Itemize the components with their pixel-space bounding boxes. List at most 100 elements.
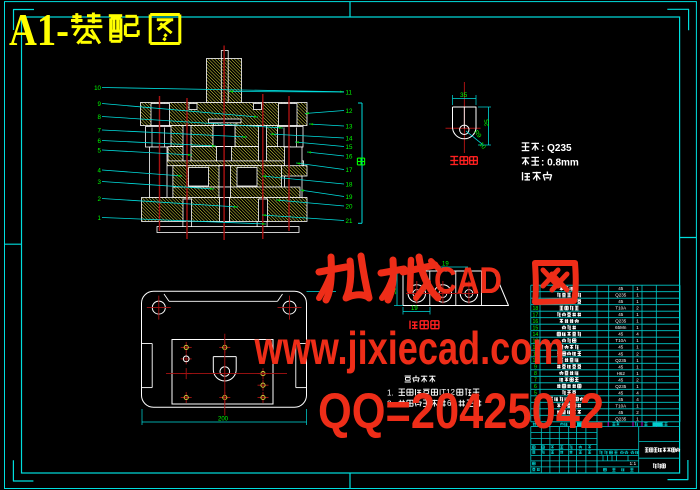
- svg-text:1: 1: [636, 384, 639, 389]
- svg-text:1: 1: [98, 215, 102, 222]
- svg-text:65Mn: 65Mn: [615, 325, 627, 330]
- svg-text:1: 1: [636, 299, 639, 304]
- svg-text:15: 15: [346, 144, 353, 151]
- svg-text:1:1: 1:1: [629, 461, 636, 467]
- svg-text:: Q235: : Q235: [541, 143, 572, 154]
- svg-text:16: 16: [533, 319, 539, 325]
- svg-text:18: 18: [533, 306, 539, 312]
- svg-text:9: 9: [534, 365, 537, 371]
- svg-text:36: 36: [392, 287, 398, 294]
- svg-text:19: 19: [411, 306, 418, 312]
- svg-text:6: 6: [534, 384, 537, 390]
- svg-text:Q235: Q235: [615, 293, 627, 298]
- svg-text:45: 45: [618, 364, 624, 369]
- svg-text:5: 5: [534, 391, 537, 397]
- svg-text:Q235: Q235: [615, 416, 627, 421]
- svg-text:45: 45: [618, 351, 624, 356]
- svg-text:45: 45: [618, 410, 624, 415]
- svg-text:T10A: T10A: [615, 306, 626, 311]
- svg-text:3: 3: [98, 179, 102, 186]
- svg-text:2: 2: [636, 351, 639, 356]
- svg-text:4: 4: [636, 397, 639, 402]
- svg-text:4: 4: [98, 168, 102, 175]
- svg-text:H62: H62: [617, 371, 626, 376]
- svg-text:QQ=20425042: QQ=20425042: [318, 383, 604, 439]
- svg-text:45: 45: [618, 299, 624, 304]
- svg-text:19: 19: [346, 194, 353, 201]
- svg-text:18: 18: [346, 182, 353, 189]
- svg-text:1: 1: [636, 286, 639, 291]
- svg-text:2: 2: [636, 410, 639, 415]
- svg-text:CAD: CAD: [434, 260, 502, 301]
- svg-text:10: 10: [533, 358, 539, 364]
- svg-text:2: 2: [636, 377, 639, 382]
- svg-text:2: 2: [534, 410, 537, 416]
- svg-text:1: 1: [636, 364, 639, 369]
- svg-text:6: 6: [98, 138, 102, 145]
- svg-text:45: 45: [618, 377, 624, 382]
- svg-text:13: 13: [533, 338, 539, 344]
- svg-text:13: 13: [346, 124, 353, 131]
- svg-text:10: 10: [477, 142, 486, 151]
- svg-text:1: 1: [636, 293, 639, 298]
- svg-text:45: 45: [618, 390, 624, 395]
- svg-text:45: 45: [618, 397, 624, 402]
- svg-text:11: 11: [533, 352, 538, 358]
- svg-text:16: 16: [346, 154, 353, 161]
- svg-text:63: 63: [447, 399, 456, 408]
- svg-text:7: 7: [534, 378, 537, 384]
- svg-text:2.: 2.: [387, 399, 394, 408]
- svg-text:17: 17: [533, 312, 539, 318]
- svg-text:45: 45: [618, 312, 624, 317]
- svg-text:12: 12: [533, 345, 539, 351]
- svg-text:www.jixiecad.com: www.jixiecad.com: [254, 322, 565, 374]
- svg-text:21: 21: [346, 218, 353, 225]
- svg-text:Q235: Q235: [615, 358, 627, 363]
- svg-text:A1-: A1-: [9, 5, 69, 55]
- svg-text:8: 8: [534, 371, 537, 377]
- svg-text:11: 11: [346, 90, 353, 97]
- svg-text:Q235: Q235: [615, 319, 627, 324]
- svg-text:15: 15: [533, 325, 539, 331]
- svg-text:17: 17: [346, 167, 353, 174]
- svg-text:4: 4: [636, 390, 639, 395]
- svg-text:1: 1: [534, 417, 537, 423]
- svg-text:1: 1: [636, 371, 639, 376]
- svg-text:5: 5: [98, 148, 102, 155]
- svg-text:20: 20: [346, 204, 353, 211]
- svg-text:2: 2: [636, 306, 639, 311]
- svg-text:45: 45: [618, 286, 624, 291]
- svg-text:200: 200: [218, 417, 229, 423]
- svg-text:3: 3: [534, 404, 537, 410]
- svg-text:45: 45: [618, 332, 624, 337]
- svg-text:4: 4: [636, 332, 639, 337]
- svg-text:T10A: T10A: [615, 403, 626, 408]
- svg-text:1: 1: [636, 345, 639, 350]
- svg-text:1: 1: [636, 319, 639, 324]
- svg-text:1: 1: [636, 358, 639, 363]
- svg-text:45: 45: [618, 345, 624, 350]
- svg-text:1: 1: [636, 338, 639, 343]
- svg-text:1: 1: [636, 403, 639, 408]
- svg-text:1: 1: [636, 325, 639, 330]
- svg-text:14: 14: [533, 332, 539, 338]
- svg-text:8: 8: [98, 114, 102, 121]
- svg-text:IT12: IT12: [439, 388, 456, 397]
- svg-text:4: 4: [534, 397, 537, 403]
- svg-text:35: 35: [460, 92, 468, 99]
- svg-text:T10A: T10A: [615, 338, 626, 343]
- svg-text:10: 10: [94, 85, 101, 92]
- svg-text:7: 7: [98, 128, 102, 135]
- svg-text:25: 25: [484, 119, 491, 127]
- svg-text:19: 19: [442, 262, 449, 268]
- svg-text:: 0.8mm: : 0.8mm: [541, 158, 579, 169]
- svg-text:14: 14: [346, 136, 353, 143]
- svg-text:R9: R9: [472, 130, 482, 140]
- svg-text:1.: 1.: [387, 388, 394, 397]
- svg-text:Q235: Q235: [615, 384, 627, 389]
- svg-text:1: 1: [636, 416, 639, 421]
- svg-text:12: 12: [346, 108, 353, 115]
- svg-text:2: 2: [98, 196, 102, 203]
- svg-text:9: 9: [98, 101, 102, 108]
- svg-text:1: 1: [636, 312, 639, 317]
